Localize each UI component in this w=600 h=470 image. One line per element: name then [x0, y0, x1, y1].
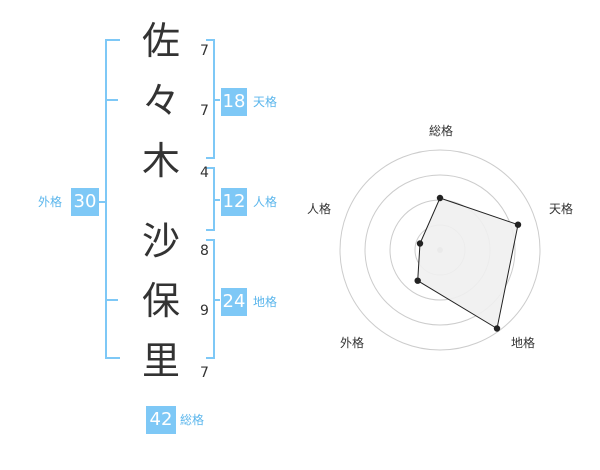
radar-grid-ring [364, 174, 516, 326]
gaikaku-bracket [105, 39, 120, 359]
name-char-1: 佐 [141, 19, 180, 63]
name-char-5: 保 [141, 279, 180, 323]
tenkaku-label: 天格 [253, 95, 278, 109]
jinkaku-value: 12 [221, 188, 247, 216]
jinkaku-label: 人格 [253, 195, 278, 209]
radar-label-gaikaku: 外格 [340, 336, 365, 350]
tenkaku-value: 18 [221, 88, 247, 116]
radar-label-soukaku: 総格 [429, 124, 454, 138]
radar-grid-ring [339, 149, 541, 351]
radar-area [417, 197, 519, 330]
stroke-count-2: 7 [200, 103, 209, 119]
radar-point-gaikaku [414, 277, 421, 284]
gaikaku-value: 30 [71, 188, 99, 216]
stroke-count-4: 8 [200, 243, 209, 259]
radar-point-chikaku [493, 325, 501, 332]
stroke-count-6: 7 [200, 365, 209, 381]
stroke-count-5: 9 [200, 303, 209, 319]
radar-label-jinkaku: 人格 [307, 202, 332, 216]
radar-label-chikaku: 地格 [511, 336, 536, 350]
gaikaku-label: 外格 [38, 195, 63, 209]
radar-label-tenkaku: 天格 [549, 202, 574, 216]
radar-point-tenkaku [514, 221, 522, 228]
chikaku-value: 24 [221, 288, 247, 316]
radar-point-jinkaku [416, 240, 424, 247]
name-char-6: 里 [141, 339, 180, 383]
name-char-4: 沙 [141, 219, 180, 263]
stroke-count-3: 4 [200, 165, 209, 181]
soukaku-value: 42 [146, 406, 176, 434]
radar-point-soukaku [436, 194, 444, 202]
name-char-2: 々 [141, 79, 180, 123]
stroke-count-1: 7 [200, 43, 209, 59]
name-char-3: 木 [141, 139, 180, 183]
soukaku-label: 総格 [180, 413, 205, 427]
chikaku-label: 地格 [253, 295, 278, 309]
